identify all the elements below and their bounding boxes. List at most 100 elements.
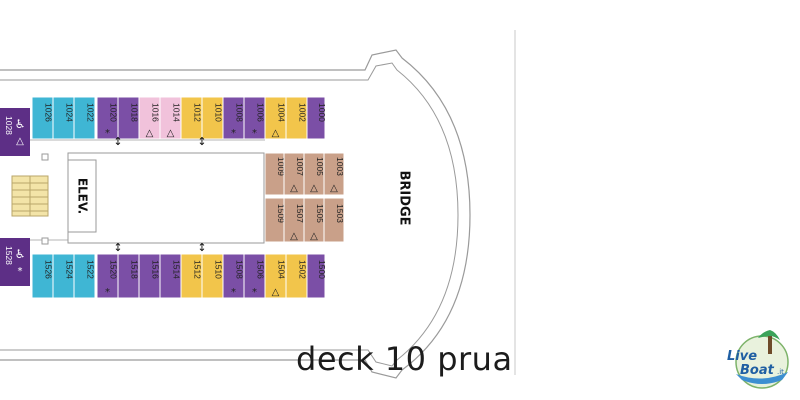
cabin-number: 1022 xyxy=(86,103,96,122)
accessible-icon: ♿ xyxy=(15,247,26,261)
liveboat-logo: Live Boat .it xyxy=(727,330,789,389)
cabin-number: 1008 xyxy=(235,103,245,122)
cabin-top: 1004△ xyxy=(264,96,287,140)
cabin-block xyxy=(0,238,30,286)
cabin-top: 1020 * xyxy=(96,96,119,140)
cabin-number: 1524 xyxy=(65,260,75,279)
cabin-top: 1018 xyxy=(117,96,140,140)
cabin-number: 1509 xyxy=(276,204,286,223)
cabin-number: 1506 xyxy=(256,260,266,279)
cabin-mark: △ xyxy=(290,183,298,194)
cabin-number: 1028 xyxy=(4,116,14,135)
atrium-void xyxy=(67,152,265,244)
cabin-number: 1005 xyxy=(315,157,325,176)
cabin-top: 1014△ xyxy=(159,96,182,140)
cabin-bottom: 1516 xyxy=(138,253,161,299)
cabin-center-top: 1003 △ xyxy=(323,152,345,196)
accessible-icon: ♿ xyxy=(15,117,26,131)
elevator-label: ELEV. xyxy=(76,178,90,214)
hull-outline xyxy=(0,49,471,379)
cabin-block xyxy=(0,108,30,156)
cabin-bottom: 1502 xyxy=(285,253,308,299)
cabin-mark: * xyxy=(252,287,257,298)
cabin-top: 1002 xyxy=(285,96,308,140)
cabin-number: 1026 xyxy=(44,103,54,122)
cabin-mark: * xyxy=(252,128,257,139)
cabin-number: 1504 xyxy=(277,260,287,279)
cabin-number: 1012 xyxy=(193,103,203,122)
cabin-mark: △ xyxy=(272,287,280,298)
cabin-mark: * xyxy=(105,287,110,298)
cabin-top: 1016 △ xyxy=(138,96,161,140)
cabin-number: 1002 xyxy=(298,103,308,122)
cabin-bottom: 1522 xyxy=(73,253,96,299)
corridor-marker xyxy=(41,153,49,161)
cabin-bottom: 1500 xyxy=(306,253,327,299)
cabin-number: 1520 xyxy=(109,260,119,279)
cabin-number: 1000 xyxy=(317,103,327,122)
cabin-number: 1006 xyxy=(256,103,266,122)
cabin-bottom: 1520 * xyxy=(96,253,119,299)
cabin-mark: * xyxy=(105,128,110,139)
cabin-bottom: 1508 * xyxy=(222,253,245,299)
cabin-top: 1010 xyxy=(201,96,224,140)
logo-text-boat: Boat xyxy=(740,363,775,378)
elevator-box xyxy=(67,159,97,233)
cabin-center-bottom: 1507△ xyxy=(283,197,305,243)
cabin-bottom: 1518 xyxy=(117,253,140,299)
deck-title: deck 10 prua xyxy=(296,340,513,378)
cabin-mark: △ xyxy=(146,128,154,139)
cabin-mark: △ xyxy=(167,128,175,139)
cabin-mark: △ xyxy=(16,136,24,147)
connecting-door-icon: ↕ xyxy=(197,241,206,254)
cabin-number: 1018 xyxy=(130,103,140,122)
corridor-marker xyxy=(41,237,49,245)
cabin-top: 1006 * xyxy=(243,96,266,140)
cabin-number: 1514 xyxy=(172,260,182,279)
cabin-number: 1522 xyxy=(86,260,96,279)
cabin-bottom: 1510 xyxy=(201,253,224,299)
cabin-center-top: 1009 xyxy=(264,152,286,196)
cabin-mark: △ xyxy=(290,231,298,242)
cabin-top: 1024 xyxy=(52,96,75,140)
cabin-mark: △ xyxy=(272,128,280,139)
logo-text-live: Live xyxy=(727,349,757,364)
connecting-door-icon: ↕ xyxy=(113,135,122,148)
bridge-label: BRIDGE xyxy=(397,170,412,225)
hull-inner-outline xyxy=(0,62,459,367)
connecting-door-icon: ↕ xyxy=(113,241,122,254)
cabin-number: 1010 xyxy=(214,103,224,122)
cabin-number: 1516 xyxy=(151,260,161,279)
cabin-number: 1009 xyxy=(276,157,286,176)
cabin-mark: △ xyxy=(330,183,338,194)
cabin-corner: 1528♿* xyxy=(0,238,30,286)
cabin-block xyxy=(323,197,345,243)
cabin-top: 1008* xyxy=(222,96,245,140)
logo-text-suffix: .it xyxy=(777,368,784,376)
cabin-bottom: 1504 △ xyxy=(264,253,287,299)
cabin-center-bottom: 1505 △ xyxy=(303,197,325,243)
cabin-number: 1007 xyxy=(295,157,305,176)
cabin-mark: △ xyxy=(310,231,318,242)
cabin-center-top: 1005△ xyxy=(303,152,325,196)
cabin-number: 1505 xyxy=(315,204,325,223)
cabin-block xyxy=(323,152,345,196)
cabin-number: 1020 xyxy=(109,103,119,122)
cabin-number: 1024 xyxy=(65,103,75,122)
cabin-bottom: 1506 * xyxy=(243,253,266,299)
cabin-top: 1026 xyxy=(31,96,54,140)
cabin-mark: * xyxy=(231,287,236,298)
cabin-number: 1016 xyxy=(151,103,161,122)
stairs xyxy=(11,175,49,217)
cabin-top: 1022 xyxy=(73,96,96,140)
cabin-number: 1500 xyxy=(317,260,327,279)
cabin-number: 1508 xyxy=(235,260,245,279)
cabin-number: 1526 xyxy=(44,260,54,279)
cabin-mark: * xyxy=(18,266,23,277)
cabin-number: 1003 xyxy=(335,157,345,176)
cabin-number: 1512 xyxy=(193,260,203,279)
cabin-block xyxy=(306,96,326,140)
cabin-number: 1510 xyxy=(214,260,224,279)
